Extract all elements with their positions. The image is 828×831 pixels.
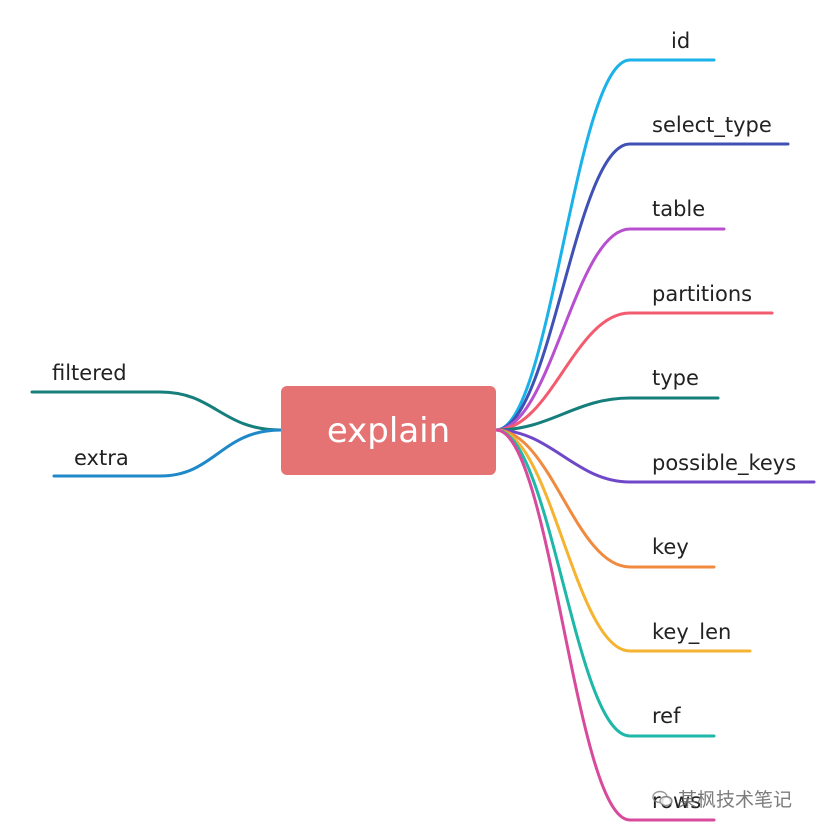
branch-label-extra[interactable]: extra bbox=[74, 446, 129, 470]
branch-link bbox=[494, 428, 716, 822]
branch-label-key[interactable]: key bbox=[652, 535, 689, 559]
branch-link bbox=[494, 311, 774, 432]
branch-link bbox=[30, 390, 283, 432]
root-node-label: explain bbox=[326, 410, 451, 451]
branch-label-type[interactable]: type bbox=[652, 366, 699, 390]
wechat-icon bbox=[652, 790, 673, 806]
branch-link bbox=[494, 428, 716, 569]
watermark: 某枫技术笔记 bbox=[652, 785, 792, 812]
branch-label-possible-keys[interactable]: possible_keys bbox=[652, 451, 797, 475]
branch-link bbox=[494, 428, 816, 484]
branch-link bbox=[494, 396, 720, 432]
branch-link bbox=[494, 428, 752, 653]
branch-link bbox=[494, 58, 716, 432]
branch-label-id[interactable]: id bbox=[671, 29, 691, 53]
branch-label-ref[interactable]: ref bbox=[652, 704, 681, 728]
branch-label-key-len[interactable]: key_len bbox=[652, 620, 732, 644]
branch-label-partitions[interactable]: partitions bbox=[652, 282, 753, 306]
branch-label-filtered[interactable]: filtered bbox=[52, 361, 127, 385]
branch-link bbox=[494, 142, 790, 432]
root-node[interactable]: explain bbox=[281, 386, 496, 475]
branch-label-table[interactable]: table bbox=[652, 197, 706, 221]
watermark-text: 某枫技术笔记 bbox=[678, 789, 793, 811]
branch-label-select-type[interactable]: select_type bbox=[652, 113, 772, 137]
branch-link bbox=[494, 227, 726, 432]
branch-link bbox=[494, 428, 716, 738]
branch-link bbox=[52, 428, 283, 478]
